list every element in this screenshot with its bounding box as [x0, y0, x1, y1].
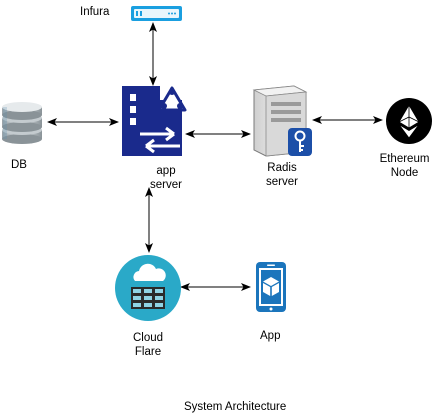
- cloud-flare-label-line1: Cloud: [132, 332, 164, 344]
- ethereum-icon: [386, 98, 432, 144]
- ethereum-node-label-line2: Node: [390, 167, 419, 179]
- secure-server-icon: [252, 85, 312, 157]
- connectors: [47, 22, 383, 291]
- server-rack-icon: [131, 6, 182, 21]
- ethereum-node-label-line1: Ethereum: [379, 153, 430, 165]
- diagram-caption: System Architecture: [184, 401, 287, 413]
- radis-server-label-line2: server: [266, 176, 298, 188]
- ethereum-node-label: Ethereum Node: [377, 152, 432, 180]
- db-label: DB: [11, 159, 27, 171]
- infura-label: Infura: [80, 6, 110, 18]
- app-label: App: [260, 330, 281, 342]
- cloud-flare-label: Cloud Flare: [128, 331, 168, 359]
- cloud-server-icon: [115, 255, 181, 321]
- radis-server-label: Radis server: [262, 161, 302, 189]
- app-server-label-line1: app: [156, 165, 176, 177]
- mobile-app-icon: [256, 262, 286, 312]
- app-server-label: app server: [148, 164, 184, 192]
- database-icon: [2, 102, 42, 144]
- network-server-icon: [122, 86, 187, 156]
- app-server-label-line2: server: [150, 179, 182, 191]
- cloud-flare-label-line2: Flare: [134, 346, 162, 358]
- radis-server-label-line1: Radis: [267, 162, 297, 174]
